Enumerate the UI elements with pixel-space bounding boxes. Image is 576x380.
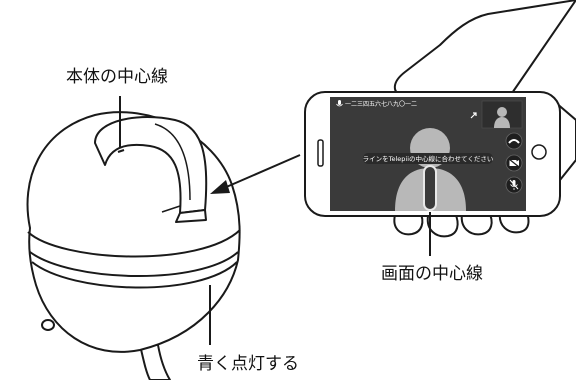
- smartphone: ラインをTelepiiの中心線に合わせてください 一二三四五六七八九〇一二: [304, 91, 561, 217]
- telepii-device: [26, 111, 241, 380]
- direction-arrow: [210, 154, 301, 194]
- hangup-icon: [508, 139, 520, 144]
- label-body-center-line: 本体の中心線: [66, 67, 168, 87]
- camera-off-icon: [508, 158, 520, 168]
- caller-id: 一二三四五六七八九〇一二: [345, 100, 417, 108]
- instruction-bar: [363, 153, 493, 164]
- hangup-button[interactable]: [505, 132, 523, 150]
- label-screen-center-line: 画面の中心線: [381, 264, 483, 284]
- expand-icon[interactable]: [470, 112, 477, 119]
- instruction-text: ラインをTelepiiの中心線に合わせてください: [363, 154, 494, 163]
- mute-icon: [509, 179, 519, 190]
- leader-lines: [119, 96, 431, 345]
- screen-center-line: [423, 165, 437, 211]
- mute-button[interactable]: [505, 176, 523, 194]
- mic-icon: [336, 100, 343, 107]
- label-blue-light: 青く点灯する: [197, 354, 299, 374]
- self-view-thumbnail: [481, 100, 523, 129]
- camera-off-button[interactable]: [505, 154, 523, 172]
- user-avatar-icon: [494, 107, 510, 128]
